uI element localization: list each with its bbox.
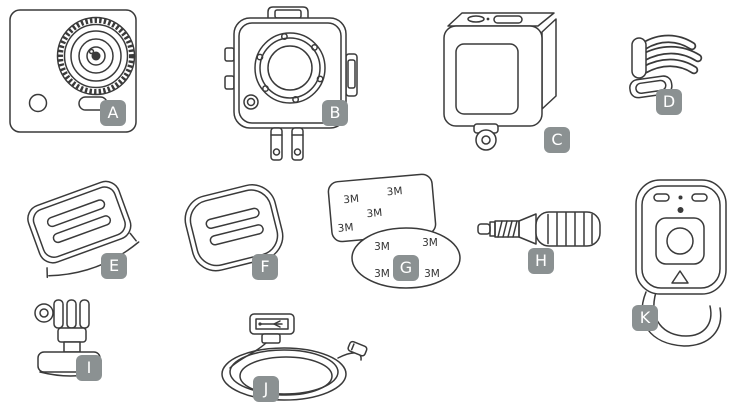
item-flat-adhesive-mount [176, 178, 294, 286]
item-waterproof-housing [218, 2, 358, 164]
sticker-brand-text: 3M [386, 185, 403, 198]
sticker-brand-text: 3M [374, 241, 390, 253]
item-curved-adhesive-mount [20, 166, 142, 284]
label-badge-g: G [393, 255, 419, 281]
sticker-brand-text: 3M [374, 268, 390, 280]
label-badge-j: J [253, 376, 279, 402]
label-badge-h: H [528, 248, 554, 274]
quick-release-buckle-icon [629, 34, 703, 99]
label-badge-e: E [101, 253, 127, 279]
sticker-brand-text: 3M [343, 193, 360, 206]
item-tripod-mount-adapter [24, 296, 112, 392]
sticker-brand-text: 3M [366, 207, 383, 220]
item-protective-frame [430, 6, 575, 154]
item-quick-release-buckle [610, 30, 708, 108]
item-thumb-screw [476, 203, 616, 255]
sticker-brand-text: 3M [337, 221, 354, 234]
flat-adhesive-mount-icon [184, 184, 284, 272]
thumb-screw-icon [477, 211, 601, 247]
label-badge-b: B [322, 100, 348, 126]
label-badge-d: D [656, 89, 682, 115]
usb-cable-icon [221, 313, 368, 401]
label-badge-c: C [544, 127, 570, 153]
waterproof-housing-icon [224, 6, 358, 161]
sticker-brand-text: 3M [422, 237, 438, 249]
label-badge-k: K [632, 305, 658, 331]
label-badge-i: I [76, 355, 102, 381]
protective-frame-icon [443, 12, 557, 151]
tripod-mount-adapter-icon [34, 299, 101, 377]
label-badge-a: A [100, 100, 126, 126]
item-usb-cable [196, 312, 378, 408]
label-badge-f: F [252, 254, 278, 280]
curved-adhesive-mount-icon [27, 180, 140, 279]
sticker-brand-text: 3M [424, 268, 440, 280]
